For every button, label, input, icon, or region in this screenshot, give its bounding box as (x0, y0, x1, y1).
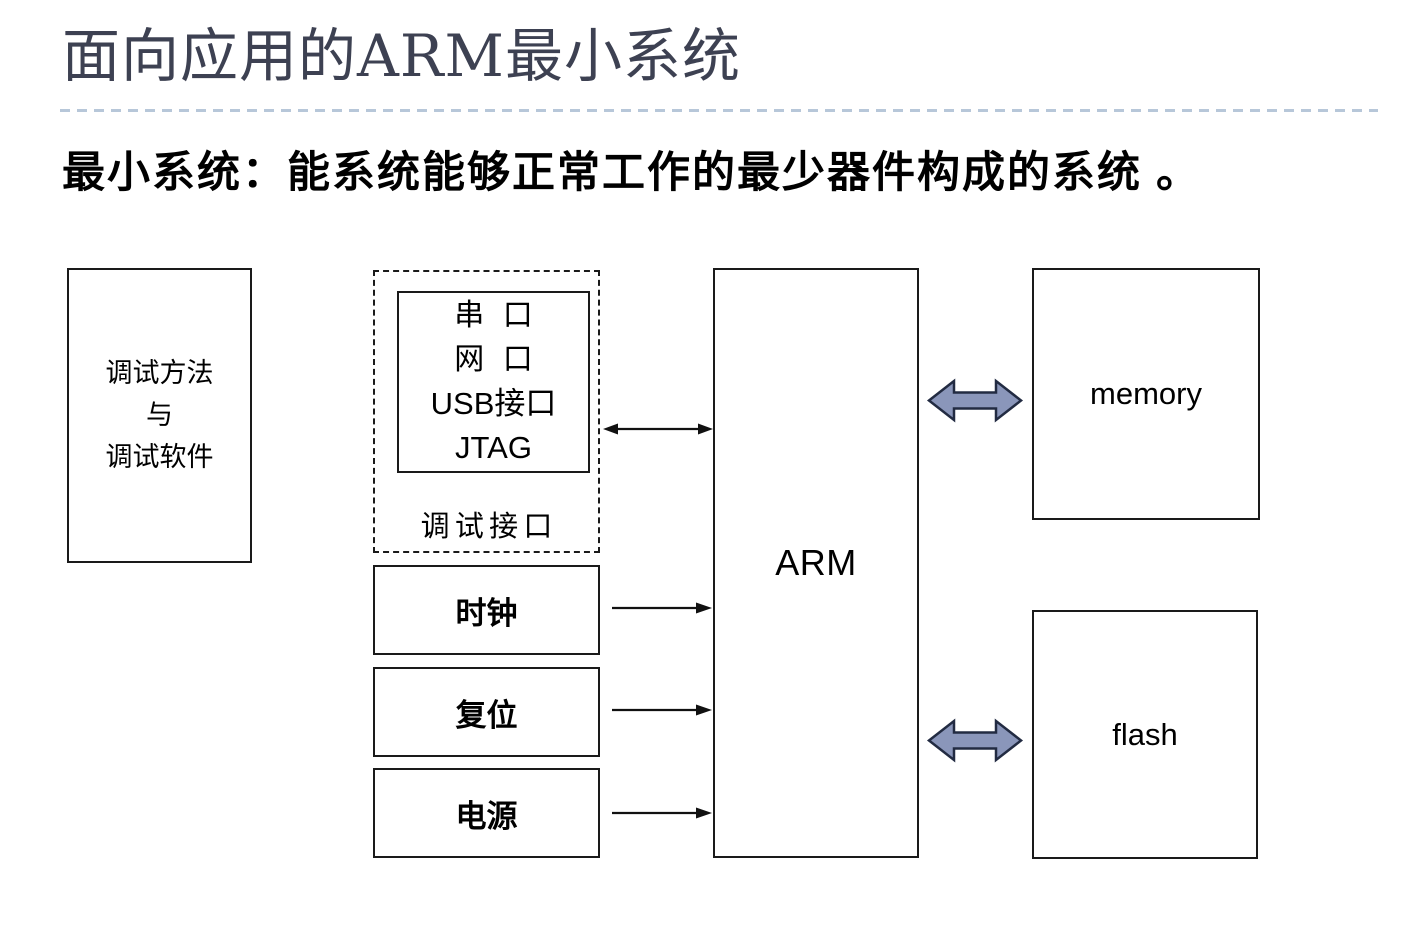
slide-title: 面向应用的ARM最小系统 (62, 22, 741, 90)
debug-interface-group (373, 270, 600, 553)
debug-tools-line-2: 与 (146, 399, 173, 431)
clock-box: 时钟 (373, 565, 600, 655)
memory-block-arrow (926, 378, 1024, 423)
reset-box: 复位 (373, 667, 600, 757)
port-serial: 串口 (454, 298, 552, 333)
arm-box: ARM (713, 268, 919, 858)
title-divider (60, 109, 1378, 112)
port-network: 网口 (454, 342, 552, 377)
memory-box: memory (1032, 268, 1260, 520)
slide-subtitle: 最小系统：能系统能够正常工作的最少器件构成的系统 。 (62, 149, 1201, 197)
port-usb: USB接口 (430, 386, 557, 421)
debug-interface-bidirectional-arrow (603, 423, 713, 435)
debug-tools-box: 调试方法 与 调试软件 (67, 268, 252, 563)
power-arrow (612, 807, 712, 819)
flash-box: flash (1032, 610, 1258, 859)
clock-arrow (612, 602, 712, 614)
power-box: 电源 (373, 768, 600, 858)
debug-ports-box: 串口 网口 USB接口 JTAG (397, 291, 590, 473)
flash-block-arrow (926, 718, 1024, 763)
debug-interface-label: 调试接口 (420, 509, 558, 543)
debug-tools-line-1: 调试方法 (105, 357, 214, 389)
debug-tools-line-3: 调试软件 (105, 441, 214, 473)
reset-arrow (612, 704, 712, 716)
port-jtag: JTAG (455, 430, 532, 465)
